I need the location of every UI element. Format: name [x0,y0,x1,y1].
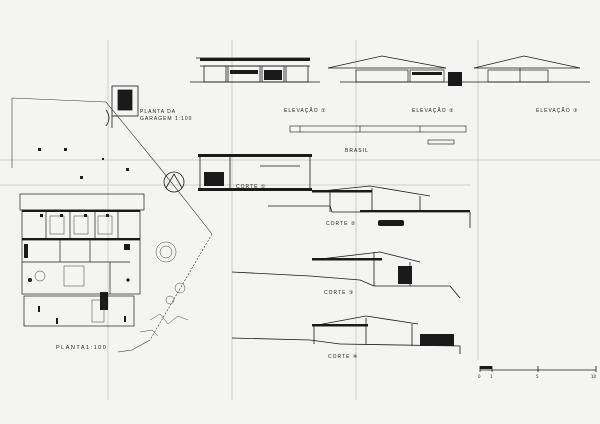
floor-plan-furniture [34,215,113,323]
elevation-3-drawing [470,55,590,83]
site-markers [38,148,129,179]
site-boundary [11,97,213,353]
section-3-fills [312,258,412,284]
section-1-label: CORTE ① [236,184,267,190]
section-2-fills [312,190,470,226]
elevation-1-label: ELEVAÇÃO ① [284,108,327,114]
garage-plan-title-b: GARAGEM 1:100 [140,116,193,122]
section-2-label: CORTE ② [326,221,357,227]
elevation-3-label: ELEVAÇÃO ③ [536,108,579,114]
main-plan-title: PLANTA [56,345,86,351]
garage-plan [105,85,139,128]
garage-plan-title-a: PLANTA DA [140,109,177,115]
section-4-label: CORTE ④ [328,354,359,360]
scale-bar [479,366,597,372]
main-plan-scale: 1:100 [86,345,108,351]
section-1-fills [198,154,312,191]
paper-fold-lines [0,40,600,400]
scale-tick-10: 10 [591,374,597,379]
site-strip-drawing [289,125,467,145]
floor-plan-fills [22,210,140,324]
section-4-drawing [231,315,461,354]
scale-tick-0: 0 [478,374,481,379]
section-3-label: CORTE ③ [324,290,355,296]
brasil-label: BRASIL [345,148,369,154]
landscape-trees [139,241,189,337]
north-arrow [163,171,185,193]
elevation-1-fills [200,58,310,80]
scale-tick-5: 5 [536,374,539,379]
scale-tick-1: 1 [490,374,493,379]
section-4-fills [312,324,454,346]
elevation-2-label: ELEVAÇÃO ② [412,108,455,114]
scale-bar-fill [480,366,492,369]
elevation-2-fills [412,72,462,86]
